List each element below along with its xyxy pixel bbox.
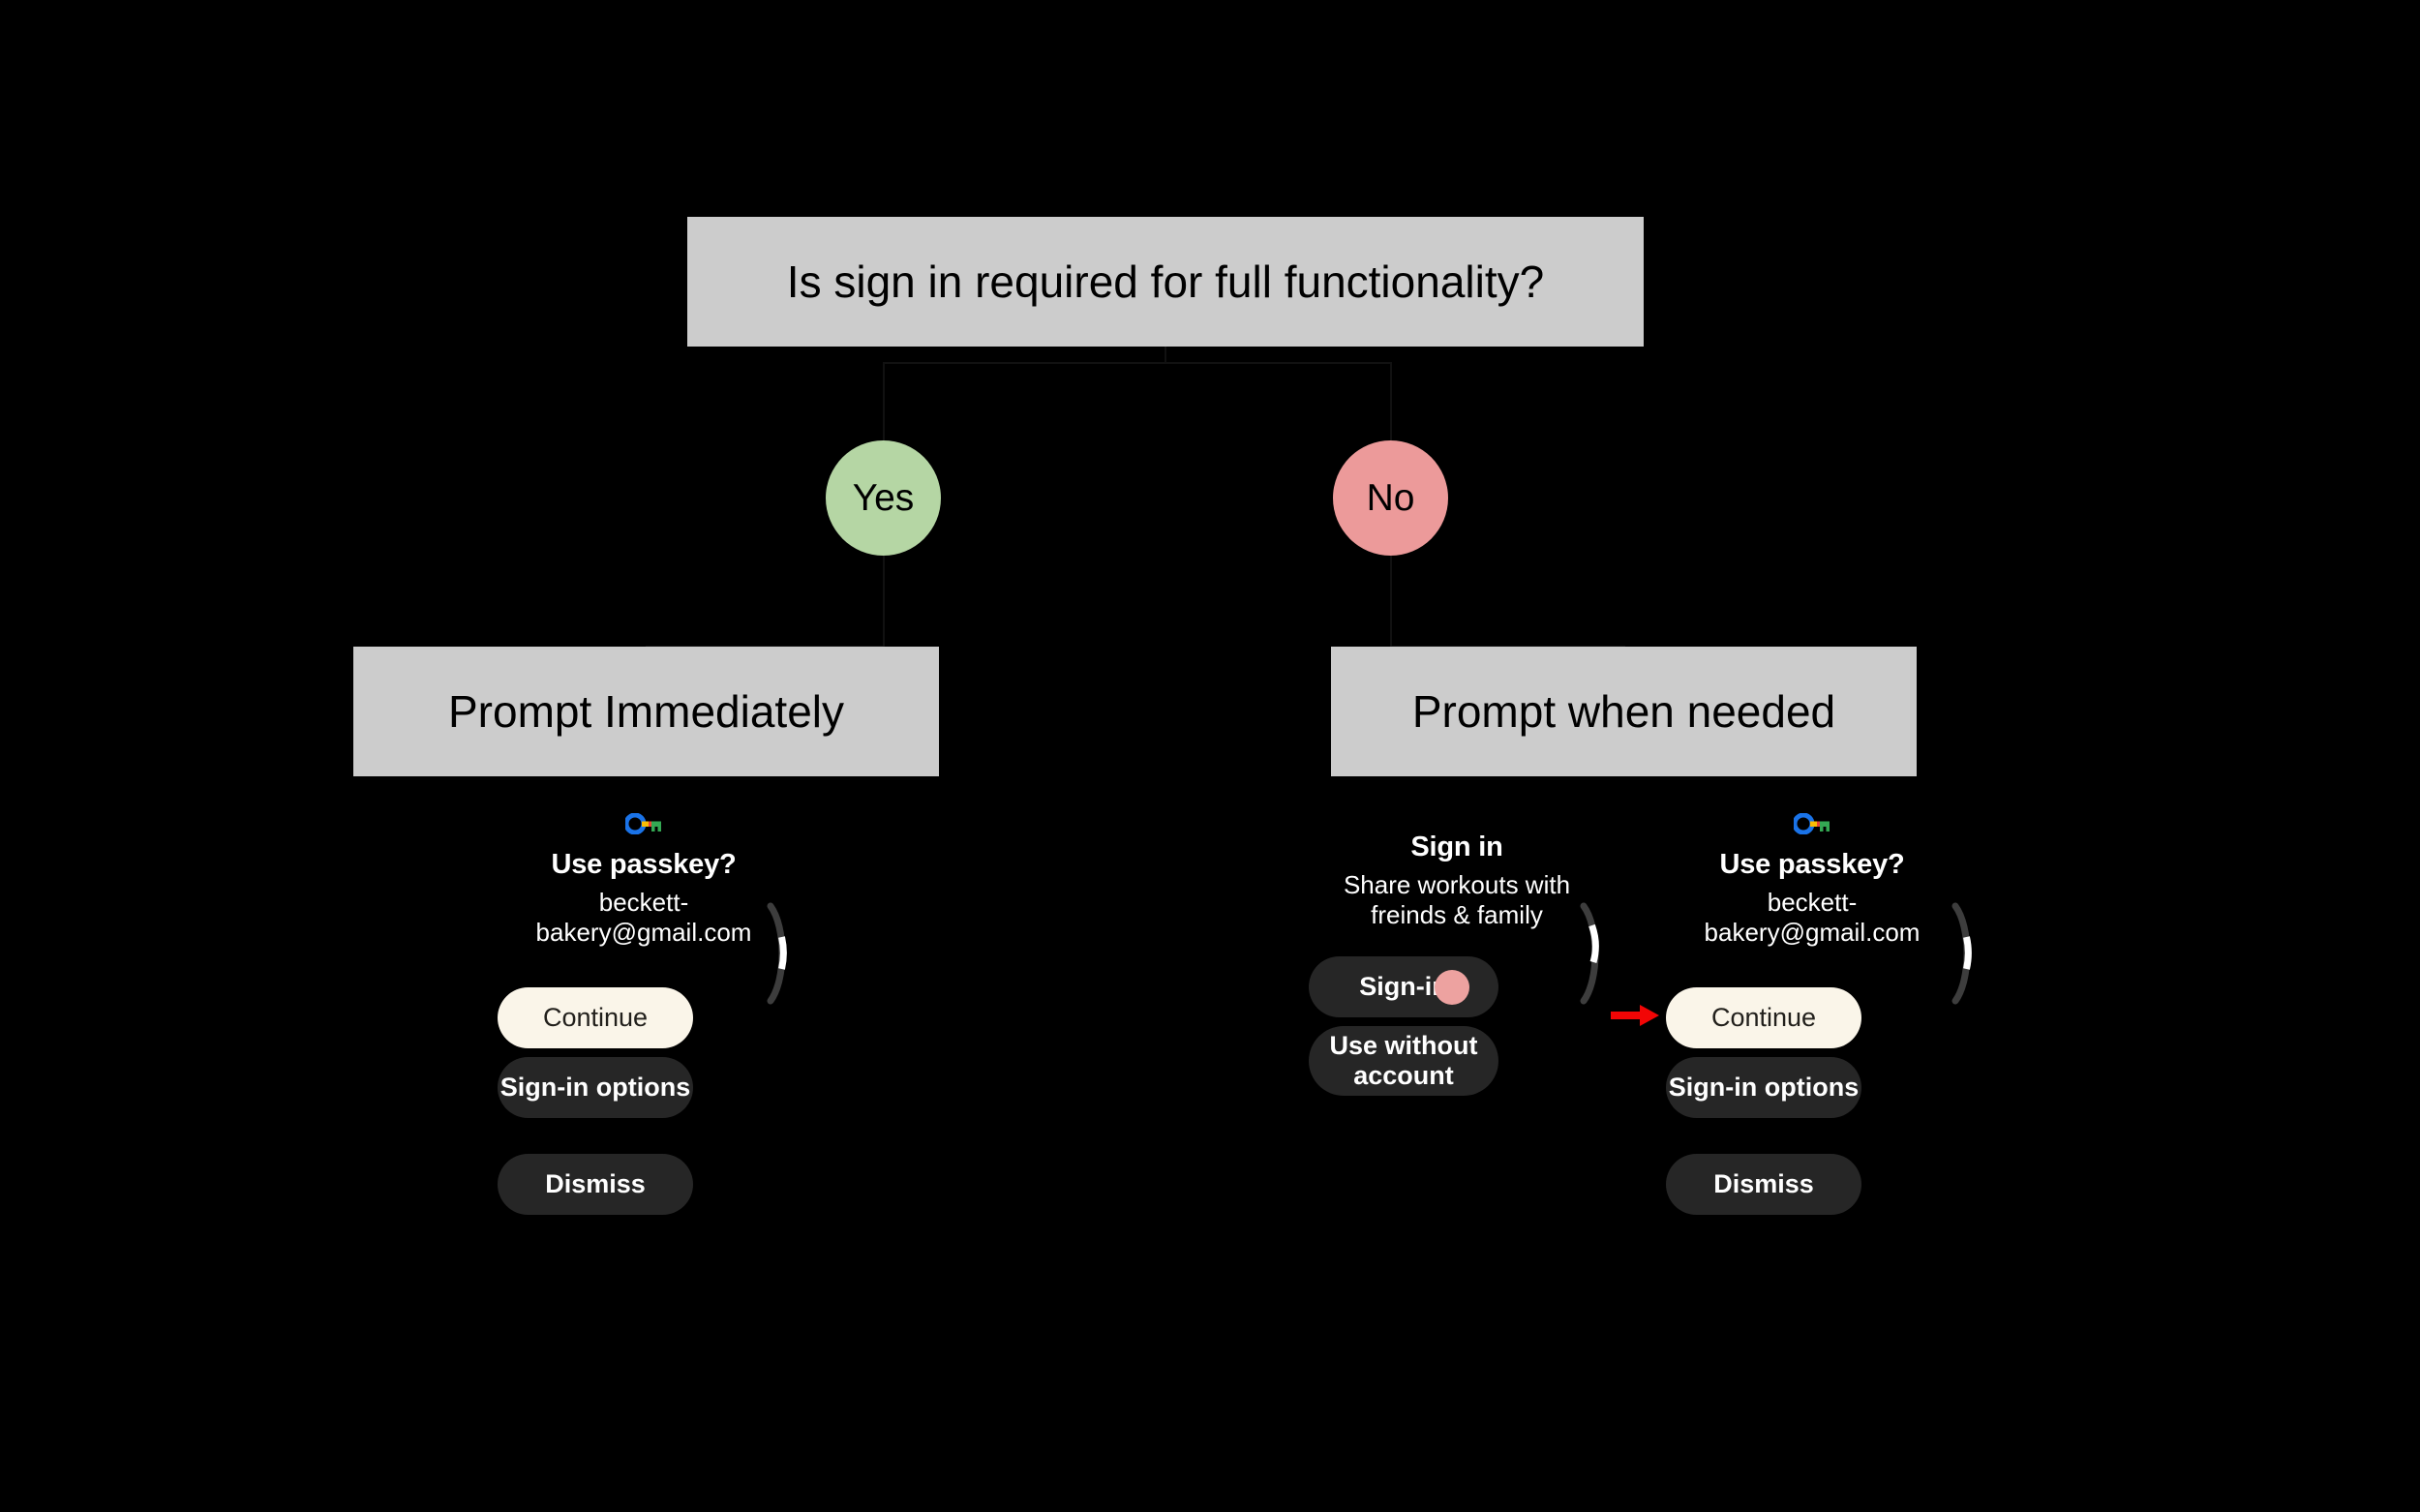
red-pointer-arrow bbox=[1611, 1005, 1659, 1026]
use-without-account-button-label: Use without account bbox=[1329, 1030, 1478, 1090]
outcome-prompt-immediately: Prompt Immediately bbox=[353, 647, 939, 776]
connector-to-yes bbox=[883, 362, 885, 441]
continue-button-left[interactable]: Continue bbox=[498, 987, 693, 1048]
sign-in-options-button-right-label: Sign-in options bbox=[1668, 1072, 1860, 1102]
branch-yes-text: Yes bbox=[852, 477, 915, 519]
sign-in-options-button-left-label: Sign-in options bbox=[499, 1072, 691, 1102]
outcome-prompt-immediately-text: Prompt Immediately bbox=[447, 685, 844, 737]
watch-mockup-left: Use passkey? beckett-bakery@gmail.com Co… bbox=[489, 813, 799, 1297]
sign-in-options-button-left[interactable]: Sign-in options bbox=[498, 1057, 693, 1118]
watch-right-subtitle: beckett-bakery@gmail.com bbox=[1704, 888, 1921, 948]
branch-label-no: No bbox=[1333, 440, 1448, 556]
sign-in-button-middle[interactable]: Sign-in bbox=[1309, 956, 1498, 1017]
dismiss-button-left-label: Dismiss bbox=[545, 1168, 646, 1198]
watch-middle-title: Sign in bbox=[1410, 832, 1503, 862]
dismiss-button-right-label: Dismiss bbox=[1713, 1168, 1814, 1198]
outcome-prompt-when-needed: Prompt when needed bbox=[1331, 647, 1917, 776]
watch-left-subtitle: beckett-bakery@gmail.com bbox=[535, 888, 752, 948]
use-without-account-button[interactable]: Use without account bbox=[1309, 1026, 1498, 1096]
outcome-prompt-when-needed-text: Prompt when needed bbox=[1411, 685, 1836, 737]
watch-mockup-middle: Sign in Share workouts with freinds & fa… bbox=[1302, 813, 1612, 1200]
continue-button-right-label: Continue bbox=[1710, 1002, 1817, 1032]
decision-question-box: Is sign in required for full functionali… bbox=[687, 217, 1644, 347]
continue-button-right[interactable]: Continue bbox=[1666, 987, 1861, 1048]
dismiss-button-left[interactable]: Dismiss bbox=[498, 1154, 693, 1215]
sign-in-button-middle-label: Sign-in bbox=[1359, 971, 1448, 1001]
dismiss-button-right[interactable]: Dismiss bbox=[1666, 1154, 1861, 1215]
watch-right-title: Use passkey? bbox=[1719, 849, 1905, 880]
google-passkey-icon bbox=[1794, 813, 1830, 834]
google-passkey-icon bbox=[625, 813, 661, 834]
connector-yes-to-outcome bbox=[883, 556, 885, 648]
decision-question-text: Is sign in required for full functionali… bbox=[786, 256, 1545, 307]
watch-mockup-right: Use passkey? beckett-bakery@gmail.com Co… bbox=[1657, 813, 1972, 1297]
connector-split-horizontal bbox=[883, 362, 1391, 364]
sign-in-options-button-right[interactable]: Sign-in options bbox=[1666, 1057, 1861, 1118]
continue-button-left-label: Continue bbox=[542, 1002, 649, 1032]
watch-middle-subtitle: Share workouts with freinds & family bbox=[1343, 870, 1571, 930]
connector-to-no bbox=[1390, 362, 1392, 441]
connector-no-to-outcome bbox=[1390, 556, 1392, 648]
branch-no-text: No bbox=[1366, 477, 1415, 519]
sign-in-status-dot bbox=[1435, 969, 1469, 1005]
watch-left-title: Use passkey? bbox=[551, 849, 737, 880]
branch-label-yes: Yes bbox=[826, 440, 941, 556]
connector-question-to-split bbox=[1165, 347, 1166, 364]
